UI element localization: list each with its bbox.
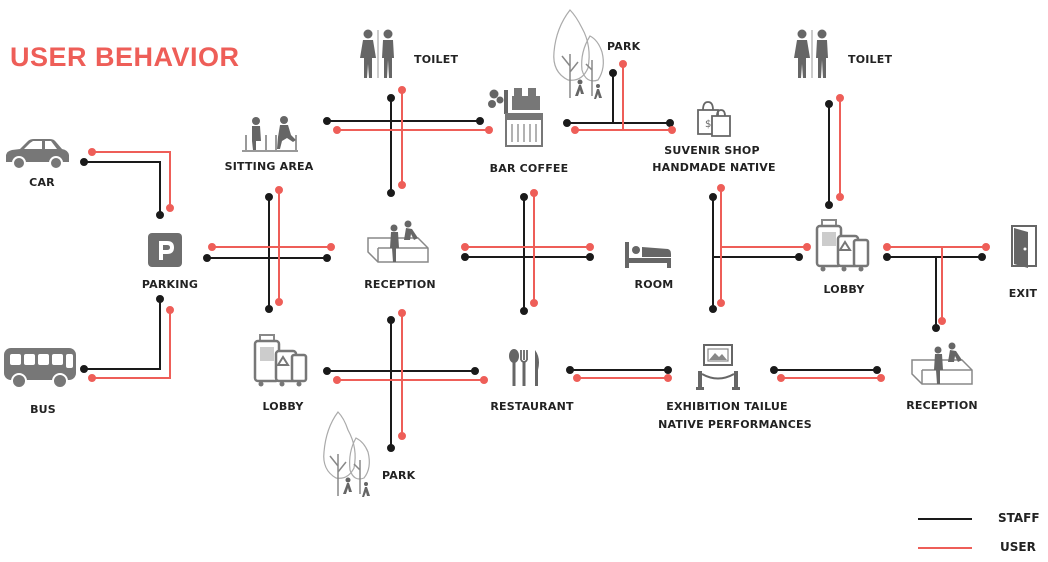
label-reception-center: RECEPTION (364, 278, 436, 291)
legend-user-label: USER (1000, 540, 1036, 554)
label-lobby-right: LOBBY (823, 283, 865, 296)
staff-path-bus-parking (84, 299, 161, 370)
legend-swatches (918, 518, 972, 549)
coffee-machine-icon (488, 88, 543, 147)
staff-paths (80, 69, 986, 452)
label-lobby-left: LOBBY (262, 400, 304, 413)
diagram-title: USER BEHAVIOR (10, 42, 240, 72)
label-parking: PARKING (141, 278, 199, 291)
luggage-icon (815, 219, 870, 272)
shopping-bags-icon: $ (697, 101, 731, 137)
label-exhibition-line2: NATIVE PERFORMANCES (658, 418, 812, 431)
label-room: ROOM (634, 278, 674, 291)
exhibition-frame-icon (696, 344, 740, 390)
bed-icon (625, 242, 671, 268)
label-bus: BUS (30, 403, 56, 416)
luggage-icon (253, 334, 308, 387)
label-toilet-right: TOILET (848, 53, 893, 66)
label-car: CAR (29, 176, 55, 189)
bus-icon (4, 348, 76, 389)
label-toilet-left: TOILET (414, 53, 459, 66)
toilet-people-icon (360, 29, 394, 78)
reception-desk-icon (367, 220, 429, 263)
label-souvenir-line1: SUVENIR SHOP (664, 144, 760, 157)
label-souvenir-line2: HANDMADE NATIVE (652, 161, 776, 174)
label-reception-right: RECEPTION (906, 399, 978, 412)
label-exit: EXIT (1008, 287, 1038, 300)
label-bar-coffee: BAR COFFEE (489, 162, 569, 175)
user-paths (88, 60, 990, 440)
sitting-area-icon (242, 116, 298, 152)
label-park-top: PARK (607, 40, 641, 53)
label-park-bottom: PARK (382, 469, 416, 482)
user-path-bus-parking (92, 310, 171, 379)
toilet-people-icon (794, 29, 828, 78)
label-sitting-area: SITTING AREA (224, 160, 314, 173)
label-restaurant: RESTAURANT (490, 400, 574, 413)
cutlery-icon (509, 349, 539, 386)
parking-icon (148, 233, 182, 267)
car-icon (6, 139, 69, 170)
user-path-car-parking (92, 151, 171, 208)
park-tree-icon (553, 9, 604, 99)
reception-desk-icon (911, 342, 973, 385)
svg-text:$: $ (705, 119, 711, 130)
exit-door-icon (1011, 225, 1037, 268)
staff-path-car-parking (84, 161, 161, 215)
label-exhibition-line1: EXHIBITION TAILUE (666, 400, 788, 413)
park-tree-icon (323, 411, 370, 497)
legend-staff-label: STAFF (998, 511, 1040, 525)
